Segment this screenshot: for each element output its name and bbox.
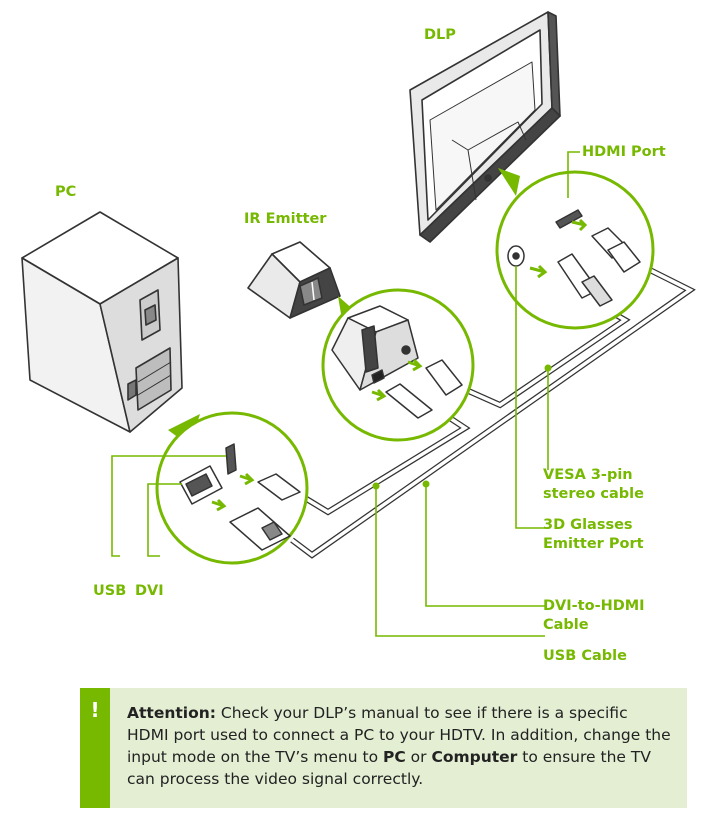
label-ir-emitter: IR Emitter [244, 211, 327, 227]
label-usb-cable: USB Cable [543, 648, 627, 664]
dvi-to-hdmi-cable [290, 262, 696, 559]
attention-body-2: to ensure the TV can process the video s… [127, 748, 651, 788]
label-dvi-hdmi-2: Cable [543, 617, 589, 633]
label-dvi-hdmi-1: DVI-to-HDMI [543, 598, 645, 614]
ir-emitter [247, 241, 341, 319]
label-hdmi-port: HDMI Port [582, 144, 666, 160]
dlp-tv [409, 11, 561, 243]
label-pc: PC [55, 184, 77, 200]
label-vesa-2: stereo cable [543, 486, 644, 502]
label-usb: USB [93, 583, 127, 599]
label-dlp: DLP [424, 27, 456, 43]
attention-or: or [405, 748, 432, 766]
attention-icon: ! [80, 688, 110, 808]
pc-tower [21, 211, 183, 433]
attention-callout: ! Attention: Check your DLP’s manual to … [80, 688, 687, 808]
cable-junction-dots [372, 364, 552, 490]
pc-ports-callout [155, 411, 309, 565]
label-glasses-2: Emitter Port [543, 536, 644, 552]
tv-ports-callout [495, 168, 655, 330]
attention-computer: Computer [431, 748, 518, 766]
label-vesa-1: VESA 3-pin [543, 467, 633, 483]
label-glasses-1: 3D Glasses [543, 517, 633, 533]
leader-lines [111, 151, 580, 637]
attention-body-1: Check your DLP’s manual to see if there … [127, 704, 671, 766]
emitter-ports-callout [321, 288, 475, 442]
attention-pc: PC [382, 748, 406, 766]
attention-text: Attention: Check your DLP’s manual to se… [127, 702, 672, 790]
label-dvi: DVI [135, 583, 164, 599]
attention-heading: Attention: [127, 704, 216, 722]
